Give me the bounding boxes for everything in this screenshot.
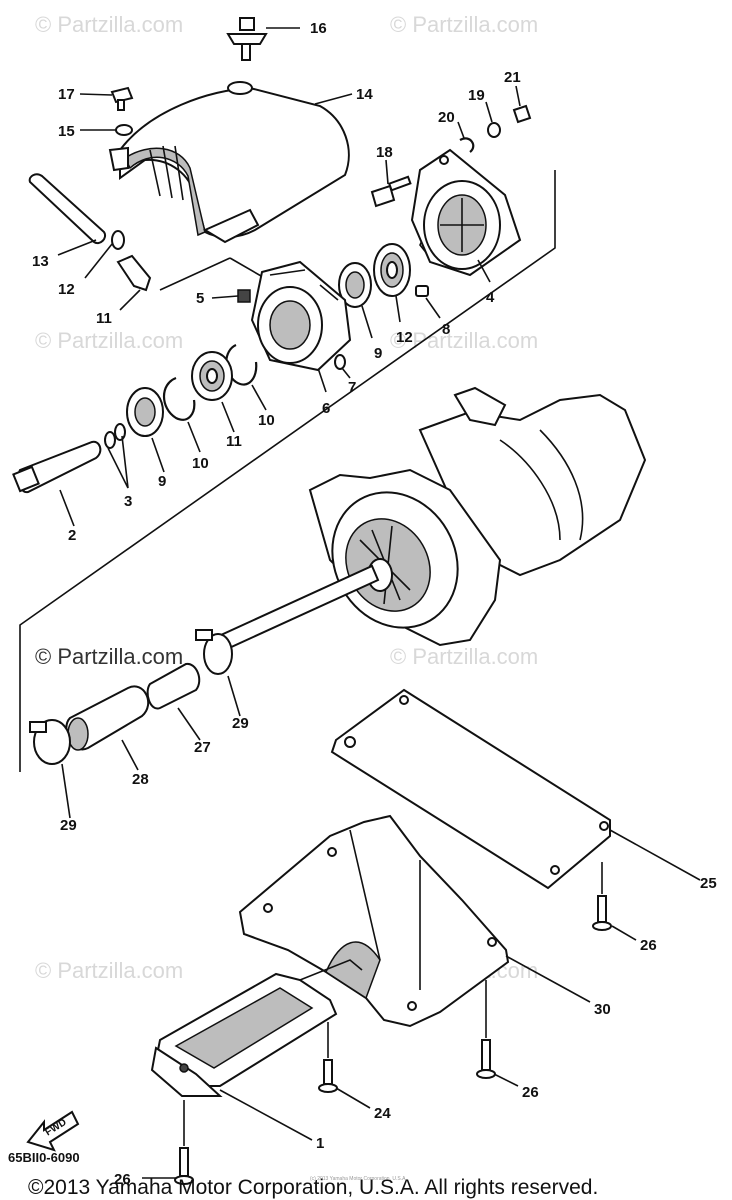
callout-label: 14 [356, 86, 373, 103]
grease-nipple-18 [226, 17, 300, 61]
watermark: © Partzilla.com [390, 328, 538, 353]
watermark: © Partzilla.com [35, 958, 183, 983]
bearing-9-lower [126, 387, 165, 473]
callout-label: 6 [322, 400, 330, 417]
bearing-11 [191, 351, 235, 433]
callout-label: 8 [442, 321, 450, 338]
callout-label: 2 [68, 527, 76, 544]
ride-plate-25 [330, 688, 701, 890]
intake-grate-1 [150, 959, 363, 1141]
callout-label: 21 [504, 69, 521, 86]
watermark: © Partzilla.com [35, 12, 183, 37]
drive-shaft-long [208, 564, 380, 656]
nut-21 [485, 101, 501, 138]
bolt-20 [370, 159, 412, 208]
fwd-arrow-icon: FWD [26, 1110, 80, 1152]
washer-17 [80, 124, 133, 136]
callout-label: 12 [58, 281, 75, 298]
callout-label: 11 [96, 310, 112, 327]
callout-label: 29 [60, 817, 77, 834]
pump-cover-16 [108, 81, 353, 244]
block-5 [211, 289, 251, 303]
callout-label: 25 [700, 875, 717, 892]
screw-24 [318, 1022, 371, 1109]
callout-label: 26 [522, 1084, 539, 1101]
callout-label: 17 [58, 86, 75, 103]
callout-label: 27 [194, 739, 211, 756]
fitting-13 [116, 254, 152, 311]
oil-seal-12 [373, 243, 411, 323]
drive-shaft-2 [12, 440, 102, 527]
callout-label: 10 [258, 412, 275, 429]
callout-label: 24 [374, 1105, 391, 1122]
callout-label: 4 [486, 289, 495, 306]
callout-label: 29 [232, 715, 249, 732]
callout-labels: 16 14 17 15 18 19 21 20 13 12 11 5 4 8 1… [32, 20, 717, 1188]
washer-7 [334, 354, 351, 379]
callout-label: 9 [374, 345, 382, 362]
circlip-10-lower [162, 376, 201, 453]
callout-label: 7 [348, 379, 356, 396]
watermark: © Partzilla.com [35, 328, 183, 353]
watermark: © Partzilla.com [35, 644, 183, 669]
callout-label: 3 [124, 493, 132, 510]
callout-label: 28 [132, 771, 149, 788]
callout-label: 9 [158, 473, 166, 490]
callout-label: 20 [438, 109, 455, 126]
callout-label: 12 [396, 329, 413, 346]
callout-label: 19 [468, 87, 485, 104]
callout-label: 11 [226, 433, 242, 450]
clamp-14 [84, 230, 125, 279]
nut-23 [512, 85, 532, 124]
clamp-29-right [195, 629, 241, 717]
jet-pump-body [308, 386, 647, 647]
callout-label: 16 [310, 20, 327, 37]
o-ring-3 [104, 423, 129, 489]
callout-label: 26 [640, 937, 657, 954]
callout-label: 18 [376, 144, 393, 161]
pin-8 [415, 285, 441, 319]
bearing-9-upper [338, 262, 373, 339]
hose-15 [28, 173, 106, 256]
fine-print: (c) 2013 Yamaha Motor Corporation, U.S.A… [310, 1176, 407, 1182]
hose-28 [65, 685, 149, 771]
clip-22 [457, 121, 475, 153]
diagram-code: 65BII0-6090 [8, 1150, 80, 1165]
clamp-29-left [29, 719, 71, 819]
screw-26-right [592, 862, 637, 941]
callout-label: 1 [316, 1135, 324, 1152]
watermark: © Partzilla.com [390, 12, 538, 37]
callout-label: 13 [32, 253, 49, 270]
callout-label: 10 [192, 455, 209, 472]
callout-label: 15 [58, 123, 75, 140]
callout-label: 30 [594, 1001, 611, 1018]
screw-26-mid [476, 980, 519, 1087]
bearing-housing [250, 260, 352, 372]
pump-housing-cap-4 [410, 148, 522, 283]
watermark: © Partzilla.com [390, 644, 538, 669]
bolt-19 [79, 86, 134, 111]
callout-label: 5 [196, 290, 204, 307]
circlip-10-upper [225, 343, 267, 411]
intake-housing-30 [238, 814, 591, 1028]
screw-26-left [142, 1100, 194, 1185]
leader-line [159, 257, 231, 291]
shaft-sleeve-27 [146, 662, 201, 741]
copyright-notice: ©2013 Yamaha Motor Corporation, U.S.A. A… [28, 1176, 598, 1199]
callout-label: 26 [114, 1171, 131, 1188]
